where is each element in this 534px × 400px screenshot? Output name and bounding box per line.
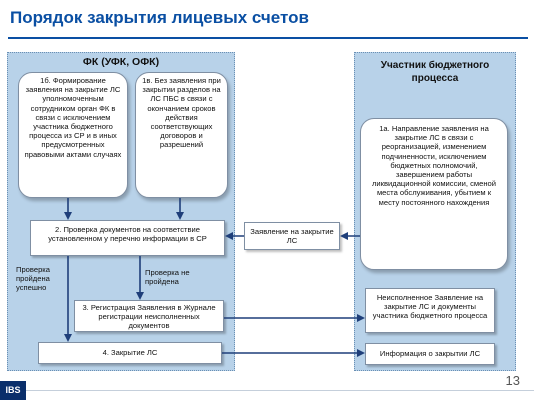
application-box: Заявление на закрытие ЛС (244, 222, 340, 250)
step-1b-box: 1б. Формирование заявления на закрытие Л… (18, 72, 128, 198)
label-check-failed: Проверка не пройдена (145, 268, 190, 287)
participant-panel-header: Участник бюджетного процесса (380, 60, 490, 84)
unfulfilled-application-box: Неисполненное Заявление на закрытие ЛС и… (365, 288, 495, 333)
step-1a-box: 1а. Направление заявления на закрытие ЛС… (360, 118, 508, 270)
step-1v-box: 1в. Без заявления при закрытии разделов … (135, 72, 228, 198)
step-4-box: 4. Закрытие ЛС (38, 342, 222, 364)
page-number: 13 (505, 373, 520, 388)
step-3-box: 3. Регистрация Заявления в Журнале регис… (74, 300, 224, 332)
label-check-passed: Проверка пройдена успешно (16, 265, 51, 293)
fk-panel-header: ФК (УФК, ОФК) (82, 56, 160, 68)
closure-info-box: Информация о закрытии ЛС (365, 343, 495, 365)
footer-divider (26, 390, 534, 391)
step-2-box: 2. Проверка документов на соответствие у… (30, 220, 225, 256)
ibs-logo: IBS (0, 381, 26, 400)
title-divider (8, 37, 528, 39)
slide-title: Порядок закрытия лицевых счетов (10, 8, 309, 27)
